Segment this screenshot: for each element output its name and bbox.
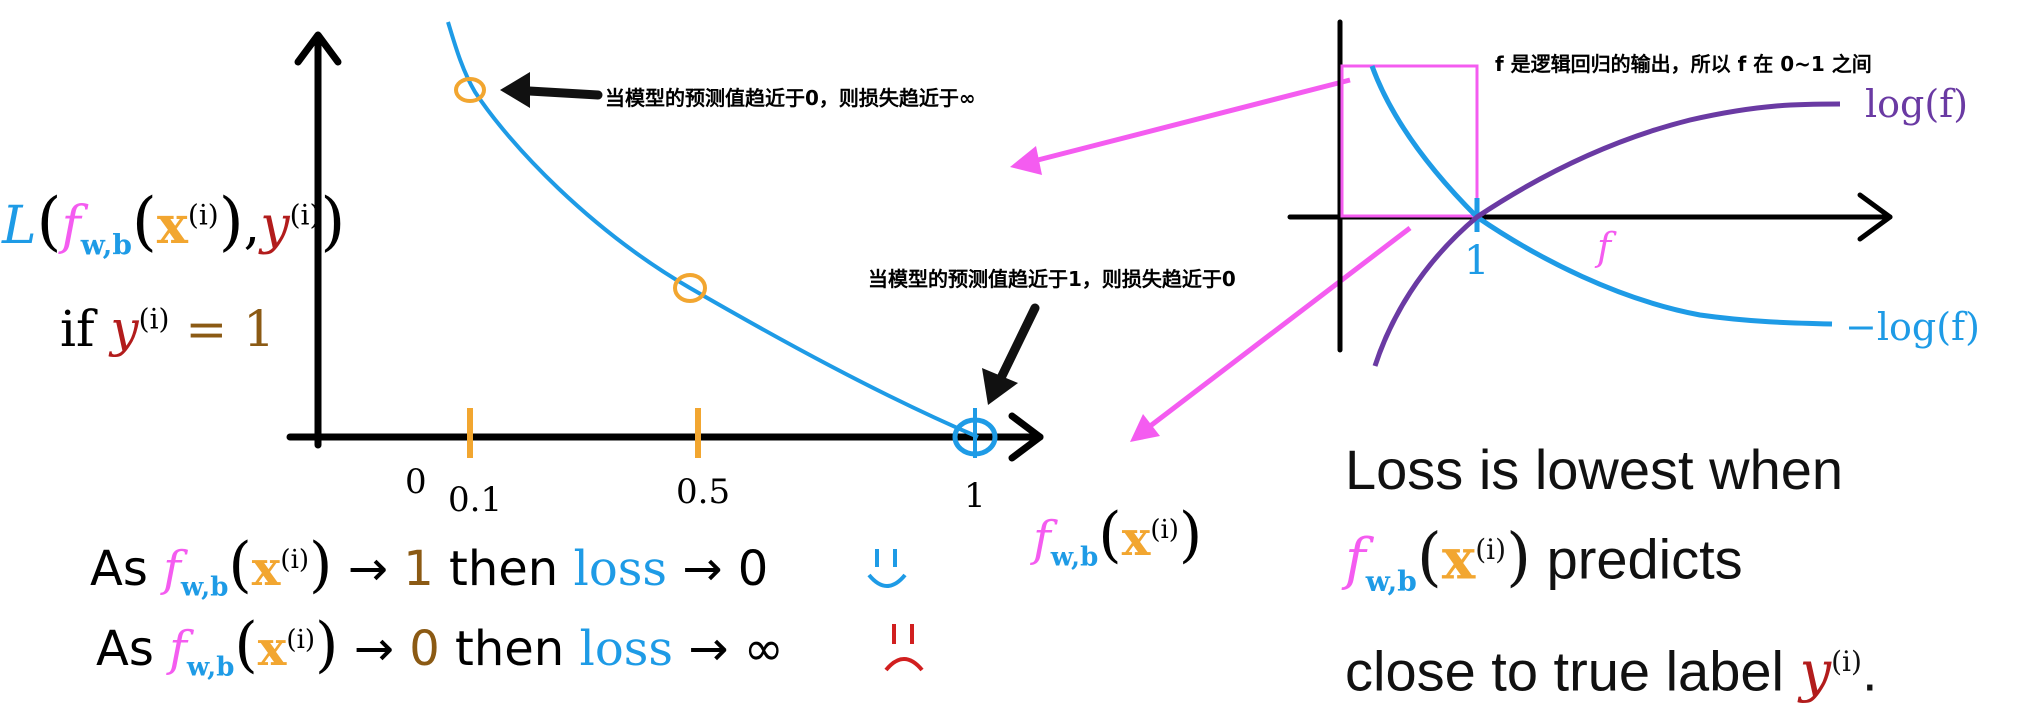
sum-close: close to true label	[1345, 639, 1784, 703]
l2-as: As	[96, 621, 154, 677]
l2-loss: loss	[579, 621, 673, 677]
summary-line-1: Loss is lowest when	[1345, 438, 1844, 501]
log-curve	[1372, 101, 1841, 367]
point-0.1	[454, 77, 486, 103]
cond-sup: (i)	[138, 302, 170, 336]
point-0.5	[673, 273, 707, 303]
xl-x: x	[1121, 511, 1151, 567]
y-superscript: (i)	[289, 198, 321, 232]
paren-close: )	[320, 185, 346, 259]
neg-log-f-label: −log(f)	[1845, 305, 1980, 349]
frown-icon	[884, 624, 924, 672]
x-symbol: x	[156, 195, 188, 256]
tick-label-0: 0	[405, 462, 427, 502]
l1-loss: loss	[573, 541, 667, 597]
note-top: 当模型的预测值趋近于0，则损失趋近于∞	[605, 86, 976, 110]
smile-icon	[867, 549, 907, 588]
comma: ,	[243, 196, 261, 256]
xl-sup: (i)	[1150, 515, 1179, 545]
l1-target: 1	[403, 541, 434, 597]
paren-close-inner: )	[218, 185, 244, 259]
l2-result: → ∞	[688, 621, 784, 677]
left-ticks	[467, 408, 977, 458]
loss-function-label: L(fw,b(x(i)),y(i))	[2, 185, 345, 261]
log-f-label: log(f)	[1865, 82, 1969, 126]
right-tick-label: 1	[1464, 238, 1490, 284]
x-axis-label: fw,b(x(i))	[1033, 500, 1203, 573]
tick-label-1: 1	[964, 476, 986, 516]
note-bottom: 当模型的预测值趋近于1，则损失趋近于0	[868, 267, 1236, 291]
magenta-arrow-upper	[1029, 77, 1351, 165]
sum-sub: w,b	[1365, 564, 1417, 598]
y-symbol: y	[260, 196, 290, 256]
sum-sup: (i)	[1475, 533, 1507, 566]
neg-log-curve	[1369, 65, 1833, 327]
sum-f: f	[1345, 527, 1366, 593]
condition-label: if y(i) = 1	[60, 300, 275, 358]
loss-L: L	[2, 196, 37, 256]
x-superscript: (i)	[187, 198, 219, 232]
sum-y: y	[1799, 639, 1832, 705]
sum-predicts: predicts	[1546, 527, 1743, 591]
f-symbol: f	[61, 196, 81, 256]
cond-y: y	[110, 300, 139, 358]
cond-eq: = 1	[185, 300, 275, 358]
l1-result: → 0	[682, 541, 769, 597]
magenta-arrow-lower	[1143, 226, 1412, 432]
summary-text: Loss is lowest when fw,b(x(i)) predicts …	[1345, 430, 1878, 713]
range-box	[1340, 64, 1479, 218]
f-subscript: w,b	[80, 228, 132, 262]
sum-y-sup: (i)	[1831, 644, 1862, 678]
sum-period: .	[1861, 639, 1878, 703]
summary-line-2: fw,b(x(i)) predicts	[1345, 520, 1743, 598]
sum-x: x	[1441, 526, 1476, 593]
xl-f: f	[1033, 511, 1051, 567]
xl-sub: w,b	[1050, 542, 1099, 573]
point-1	[952, 417, 998, 457]
left-axes	[286, 31, 1044, 462]
as-line-2: As fw,b(x(i)) → 0 then loss → ∞	[96, 610, 784, 683]
l1-as: As	[90, 541, 148, 597]
l1-then: then	[449, 541, 559, 597]
tick-label-0.1: 0.1	[448, 480, 503, 520]
as-line-1: As fw,b(x(i)) → 1 then loss → 0	[90, 530, 769, 603]
diagram-canvas	[286, 19, 1893, 462]
l1-arrow: →	[347, 541, 388, 597]
arrow-to-point-1	[995, 303, 1040, 385]
summary-line-3: close to true label y(i).	[1345, 622, 1878, 713]
l2-then: then	[455, 621, 565, 677]
paren-open: (	[36, 185, 62, 259]
if-word: if	[60, 300, 95, 358]
f-label: f	[1597, 225, 1612, 269]
l2-target: 0	[409, 621, 440, 677]
right-note: f 是逻辑回归的输出，所以 f 在 0~1 之间	[1495, 52, 1872, 76]
loss-curve	[446, 21, 979, 439]
paren-open-inner: (	[131, 185, 157, 259]
l2-arrow: →	[353, 621, 394, 677]
tick-label-0.5: 0.5	[676, 472, 731, 512]
